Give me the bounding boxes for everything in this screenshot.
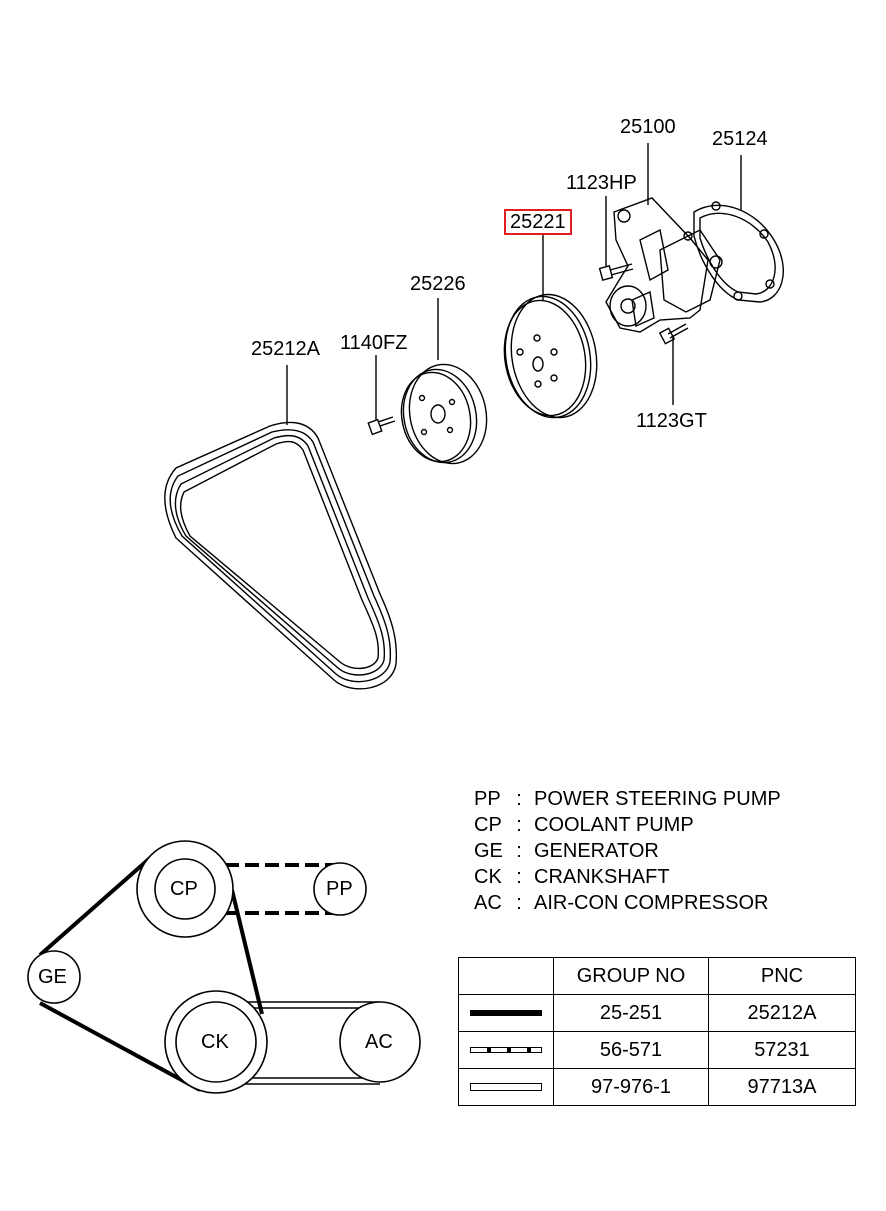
- legend-desc: GENERATOR: [534, 840, 659, 862]
- group-no-cell: 56-571: [553, 1031, 709, 1069]
- node-ck: [175, 1001, 257, 1083]
- label-ac: AC: [365, 1031, 393, 1053]
- solid-thick-line-icon: [470, 1010, 542, 1017]
- table-header-row: GROUP NO PNC: [458, 957, 856, 995]
- legend-code: CP: [474, 814, 502, 836]
- dashed-line-icon: [470, 1047, 542, 1054]
- legend-code: AC: [474, 892, 502, 914]
- thick-belt: [38, 856, 264, 1092]
- v-ribbed-belt: [164, 421, 398, 690]
- label-ck: CK: [201, 1031, 229, 1053]
- header-pnc: PNC: [708, 957, 856, 995]
- double-line-icon: [470, 1083, 542, 1092]
- legend-code: GE: [474, 840, 503, 862]
- label-pp: PP: [326, 878, 353, 900]
- pulley-25221: [503, 293, 598, 419]
- callout-25221-highlighted[interactable]: 25221: [504, 209, 572, 235]
- group-no-cell: 25-251: [553, 994, 709, 1032]
- group-no-cell: 97-976-1: [553, 1068, 709, 1106]
- legend-desc: CRANKSHAFT: [534, 866, 670, 888]
- pnc-cell: 97713A: [708, 1068, 856, 1106]
- node-pp: [313, 862, 367, 916]
- node-cp: [154, 858, 216, 920]
- callout-1123hp: 1123HP: [566, 172, 637, 194]
- node-ge: [27, 950, 81, 1004]
- callout-25124: 25124: [712, 128, 768, 150]
- legend-row: CP:COOLANT PUMP: [474, 814, 694, 836]
- legend-row: CK:CRANKSHAFT: [474, 866, 670, 888]
- gasket-25124: [693, 201, 784, 303]
- pnc-cell: 57231: [708, 1031, 856, 1069]
- belt-table: GROUP NO PNC 25-251 25212A 56-571 57231 …: [458, 957, 856, 1106]
- legend-desc: AIR-CON COMPRESSOR: [534, 892, 769, 914]
- table-row: 25-251 25212A: [458, 994, 856, 1032]
- bolt-1123hp: [598, 263, 634, 281]
- callout-1123gt: 1123GT: [636, 410, 707, 432]
- header-symbol: [458, 957, 554, 995]
- node-ac: [339, 1001, 421, 1083]
- bolt-1123gt: [658, 323, 689, 345]
- label-cp: CP: [170, 878, 198, 900]
- table-row: 56-571 57231: [458, 1031, 856, 1069]
- table-row: 97-976-1 97713A: [458, 1068, 856, 1106]
- bolt-1140fz: [367, 416, 396, 436]
- legend-row: PP:POWER STEERING PUMP: [474, 788, 781, 810]
- callout-25226: 25226: [410, 273, 466, 295]
- pnc-cell: 25212A: [708, 994, 856, 1032]
- legend-code: PP: [474, 788, 501, 810]
- legend-row: GE:GENERATOR: [474, 840, 659, 862]
- belt-routing-schematic: [27, 840, 421, 1094]
- callout-25212a: 25212A: [251, 338, 320, 360]
- header-group-no: GROUP NO: [553, 957, 709, 995]
- legend-desc: COOLANT PUMP: [534, 814, 694, 836]
- callout-1140fz: 1140FZ: [340, 332, 408, 354]
- legend-code: CK: [474, 866, 502, 888]
- legend-row: AC:AIR-CON COMPRESSOR: [474, 892, 769, 914]
- callout-25100: 25100: [620, 116, 676, 138]
- legend-desc: POWER STEERING PUMP: [534, 788, 781, 810]
- label-ge: GE: [38, 966, 67, 988]
- pulley-25226: [400, 363, 488, 465]
